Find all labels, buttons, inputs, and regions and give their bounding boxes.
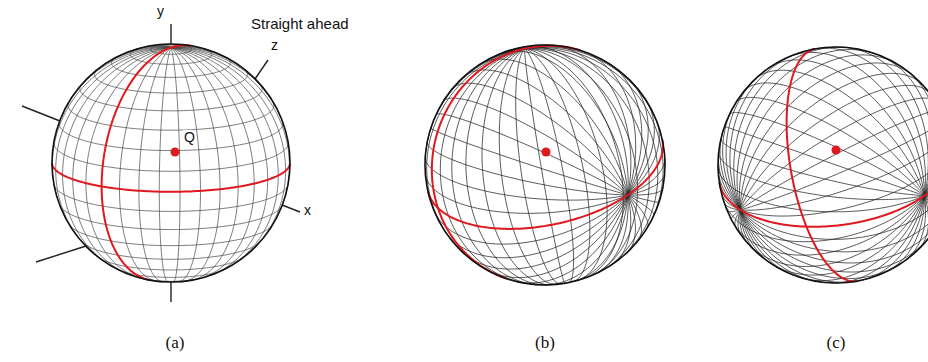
grid-line <box>54 184 288 211</box>
grid-line <box>755 70 928 250</box>
grid-line <box>831 47 928 283</box>
grid-line <box>112 57 231 78</box>
grid-line <box>69 224 273 245</box>
grid-line <box>731 110 928 219</box>
meridian-line <box>428 140 663 229</box>
panel-caption: (c) <box>826 334 847 353</box>
grid-line <box>59 121 283 150</box>
axis-line <box>36 246 86 262</box>
grid-line <box>427 46 623 254</box>
meridian-line <box>102 45 191 280</box>
grid-line <box>52 48 284 198</box>
fixation-point <box>171 148 180 157</box>
grid-line <box>740 63 912 254</box>
grid-line <box>725 126 928 203</box>
grid-line <box>95 69 248 93</box>
grid-line <box>134 46 268 275</box>
grid-line <box>518 48 590 282</box>
point-label: Q <box>183 130 196 145</box>
grid-line <box>521 46 629 282</box>
grid-line <box>94 47 285 252</box>
panel-caption: (a) <box>165 334 186 353</box>
grid-line <box>60 205 282 229</box>
grid-line <box>485 63 642 278</box>
grid-line <box>744 83 928 238</box>
grid-line <box>456 48 663 244</box>
axis-line <box>170 282 171 302</box>
grid-line <box>718 164 928 240</box>
grid-line <box>721 139 928 196</box>
grid-line <box>73 46 209 275</box>
axis-line <box>170 24 171 44</box>
grid-line <box>482 45 553 284</box>
grid-line <box>54 142 288 171</box>
grid-line <box>139 44 179 281</box>
sphere-outline <box>718 47 928 283</box>
grid-line <box>497 51 628 274</box>
grid-line <box>169 44 180 282</box>
fixation-point <box>542 148 551 157</box>
grid-line <box>769 60 925 261</box>
grid-line <box>63 47 226 268</box>
grid-line <box>427 142 663 195</box>
grid-line <box>120 47 278 269</box>
grid-line <box>80 84 262 111</box>
grid-line <box>130 48 211 65</box>
axis-line <box>255 60 268 79</box>
grid-line <box>82 242 260 259</box>
grid-line <box>164 44 200 282</box>
grid-line <box>719 152 928 200</box>
grid-line <box>740 73 923 243</box>
axis-line <box>282 205 300 212</box>
sphere-outline <box>425 45 665 285</box>
grid-line <box>452 83 641 240</box>
sphere-c <box>718 47 928 283</box>
grid-line <box>443 98 648 228</box>
fixation-point <box>832 146 841 155</box>
grid-line <box>729 113 928 216</box>
annotation: Straight ahead <box>250 16 350 33</box>
grid-line <box>431 128 659 202</box>
sphere-b <box>425 45 665 285</box>
axis-line <box>22 106 60 121</box>
grid-line <box>425 47 665 167</box>
grid-line <box>787 52 924 271</box>
meridian-line <box>719 149 928 227</box>
grid-line <box>68 102 274 130</box>
grid-line <box>516 46 562 284</box>
grid-line <box>721 138 928 216</box>
axis-label: y <box>156 4 165 19</box>
grid-line <box>735 98 928 227</box>
grid-line <box>812 48 925 280</box>
grid-line <box>425 158 665 213</box>
equator-line <box>52 163 290 192</box>
grid-line <box>718 165 928 211</box>
sphere-a <box>22 24 300 302</box>
grid-line <box>746 91 928 267</box>
grid-line <box>718 151 928 252</box>
grid-line <box>478 59 630 264</box>
grid-line <box>466 45 547 285</box>
panel-caption: (b) <box>534 334 556 353</box>
grid-line <box>515 50 636 283</box>
grid-line <box>159 44 173 282</box>
sphere-outline <box>52 44 290 282</box>
axis-label: z <box>270 38 279 53</box>
meridian-line <box>787 49 857 281</box>
grid-line <box>730 51 864 282</box>
axis-label: x <box>303 203 312 218</box>
